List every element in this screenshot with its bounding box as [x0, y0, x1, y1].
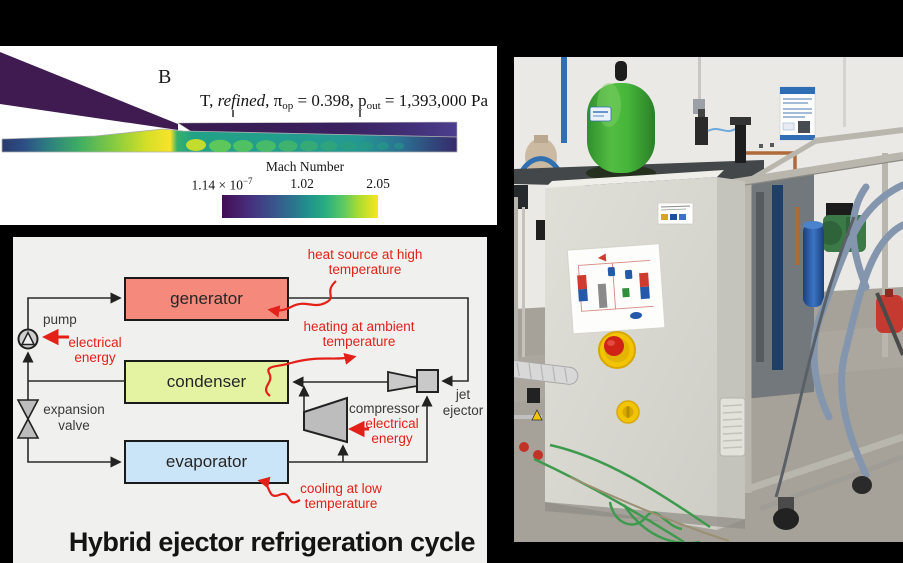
- shock-diamonds: [186, 139, 404, 152]
- caption-pi: , π: [265, 91, 283, 110]
- primary-nozzle-wall: [0, 52, 178, 130]
- vessel-cap: [615, 61, 627, 81]
- generator-box: [124, 277, 289, 321]
- compressor-label: compressor: [349, 401, 420, 416]
- caption-sub-out: out: [366, 100, 381, 112]
- heating-ambient-note: heating at ambient temperature: [303, 319, 415, 350]
- diagram-graphics: [16, 277, 469, 504]
- floor-cable-tan: [569, 476, 730, 542]
- compressor-symbol: [303, 396, 348, 444]
- colorbar-tick-mid: 1.02: [290, 176, 314, 191]
- colorbar-tick-min: 1.14 × 10−7: [172, 176, 272, 194]
- rotary-switch: [616, 400, 640, 424]
- evaporator-box: [124, 440, 289, 484]
- caster-wheels: [773, 476, 872, 530]
- shutoff-valve: [730, 117, 751, 163]
- annotation-arrows: [42, 280, 369, 504]
- heat-source-note: heat source at high temperature: [307, 247, 423, 278]
- schematic-sheet: [566, 243, 666, 335]
- subfigure-label: B: [158, 66, 172, 88]
- condenser-label: condenser: [125, 361, 288, 403]
- interior-equipment: [745, 173, 814, 399]
- generator-text: generator: [170, 289, 243, 308]
- colorbar-title: Mach Number: [265, 159, 345, 174]
- expansion-valve-label: expansion valve: [43, 402, 105, 433]
- colorbar-gradient: [222, 195, 378, 218]
- wall-poster: [779, 86, 816, 141]
- warning-sticker: [531, 409, 543, 421]
- frame-edge-shadow: [719, 159, 903, 190]
- cfd-flow-field: [0, 52, 458, 153]
- control-cabinet: [527, 170, 746, 530]
- cycle-diagram-panel: generator condenser evaporator pump expa…: [13, 237, 487, 563]
- condenser-text: condenser: [166, 372, 247, 391]
- generator-label: generator: [125, 278, 288, 320]
- pump-symbol: [17, 328, 39, 350]
- evaporator-label: evaporator: [125, 441, 288, 483]
- cfd-mach-panel: B T, refined, πop = 0.398, pout = 1,393,…: [0, 46, 497, 225]
- cabinet-shadow: [545, 502, 745, 529]
- caption-sub-op: op: [282, 100, 294, 112]
- wall-pipe-blue: [561, 57, 567, 143]
- cabinet-side: [717, 177, 745, 530]
- wall-conduit: [698, 57, 701, 119]
- cooling-low-note: cooling at low temperature: [300, 481, 382, 512]
- air-regulator: [695, 109, 736, 145]
- diagram-title: Hybrid ejector refrigeration cycle: [68, 527, 476, 557]
- pump-electrical-energy-note: electrical energy: [68, 335, 122, 366]
- evaporator-text: evaporator: [165, 452, 248, 471]
- vessel-label: [589, 106, 612, 122]
- caption-text: T,: [200, 91, 218, 110]
- suction-accumulator: [803, 221, 824, 307]
- colorbar-tick-max: 2.05: [366, 176, 390, 191]
- wall-conduit-right: [843, 57, 846, 127]
- compressor-electrical-energy-note: electrical energy: [365, 416, 419, 447]
- cabinet-top: [545, 170, 724, 188]
- jet-ejector-label: jet ejector: [442, 387, 484, 418]
- caption-refined: refined: [217, 91, 266, 110]
- condenser-box: [124, 360, 289, 404]
- emergency-stop-button: [598, 331, 636, 369]
- signal-cable: [774, 216, 856, 498]
- cabinet-hinge: [536, 220, 545, 240]
- cabinet-plug: [527, 388, 540, 403]
- caption-eq2: = 1,393,000 Pa: [380, 91, 488, 110]
- table-leg: [875, 292, 903, 356]
- jet-ejector-symbol: [387, 369, 439, 393]
- photo-illustration: [505, 57, 903, 545]
- cabinet-grille: [719, 397, 746, 457]
- tick-min-exponent: −7: [242, 176, 253, 186]
- equipment-photo: [505, 57, 903, 545]
- piping-lines: [22, 292, 469, 468]
- duct-tick-marks: [232, 110, 361, 117]
- wall-outlets: [759, 143, 774, 148]
- project-sticker: [657, 202, 694, 225]
- tick-min-base: 1.14 × 10: [191, 177, 243, 193]
- caption-eq1: = 0.398, p: [293, 91, 367, 110]
- expansion-valve-symbol: [16, 399, 40, 439]
- cfd-caption: T, refined, πop = 0.398, pout = 1,393,00…: [200, 91, 488, 112]
- pump-label: pump: [43, 312, 77, 327]
